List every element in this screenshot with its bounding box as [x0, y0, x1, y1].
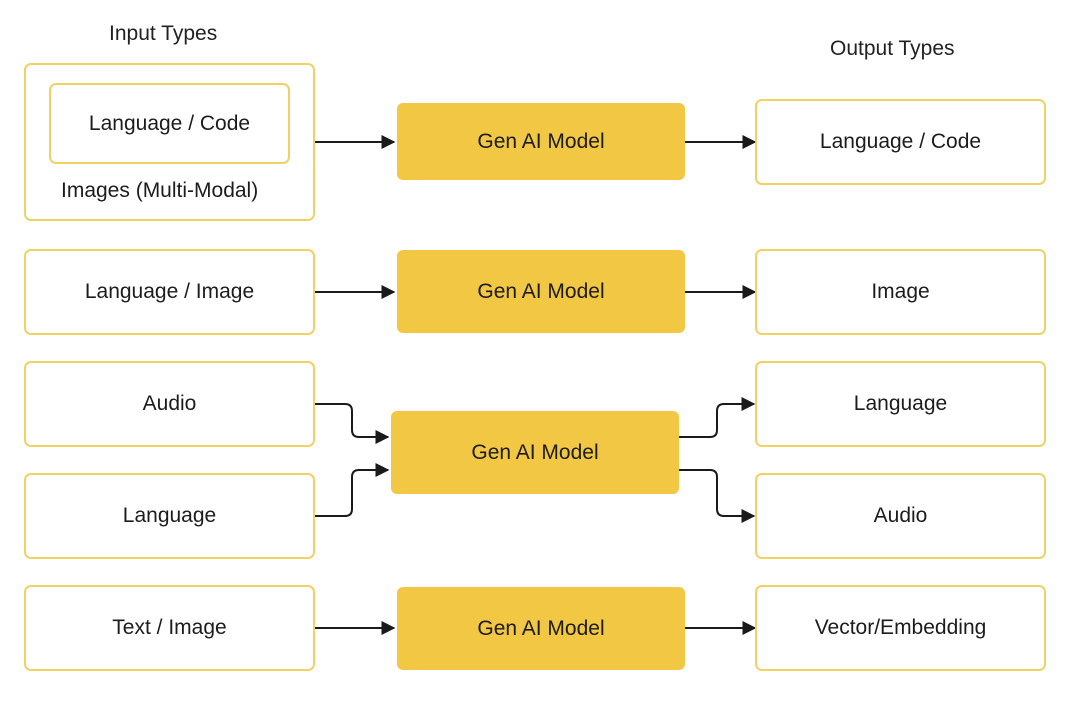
output-box-language-code: Language / Code: [755, 99, 1046, 185]
input-box-text-image: Text / Image: [24, 585, 315, 671]
output-box-audio: Audio: [755, 473, 1046, 559]
arrow-model-to-audio: [679, 469, 756, 523]
gen-ai-model-row2: Gen AI Model: [397, 250, 685, 333]
output-box-image: Image: [755, 249, 1046, 335]
arrow-audio-to-model: [314, 403, 390, 444]
input-box-language-code: Language / Code: [49, 83, 290, 164]
input-types-heading: Input Types: [109, 22, 218, 45]
gen-ai-model-row4: Gen AI Model: [397, 587, 685, 670]
input-box-language-image: Language / Image: [24, 249, 315, 335]
arrow-model-to-language: [679, 397, 756, 438]
input-box-language: Language: [24, 473, 315, 559]
input-box-audio: Audio: [24, 361, 315, 447]
gen-ai-model-row1: Gen AI Model: [397, 103, 685, 180]
output-types-heading: Output Types: [830, 37, 955, 60]
input-caption-images-multimodal: Images (Multi-Modal): [61, 179, 259, 202]
arrow-language-to-model: [314, 463, 390, 517]
output-box-language: Language: [755, 361, 1046, 447]
output-box-vector-embedding: Vector/Embedding: [755, 585, 1046, 671]
gen-ai-model-row3: Gen AI Model: [391, 411, 679, 494]
